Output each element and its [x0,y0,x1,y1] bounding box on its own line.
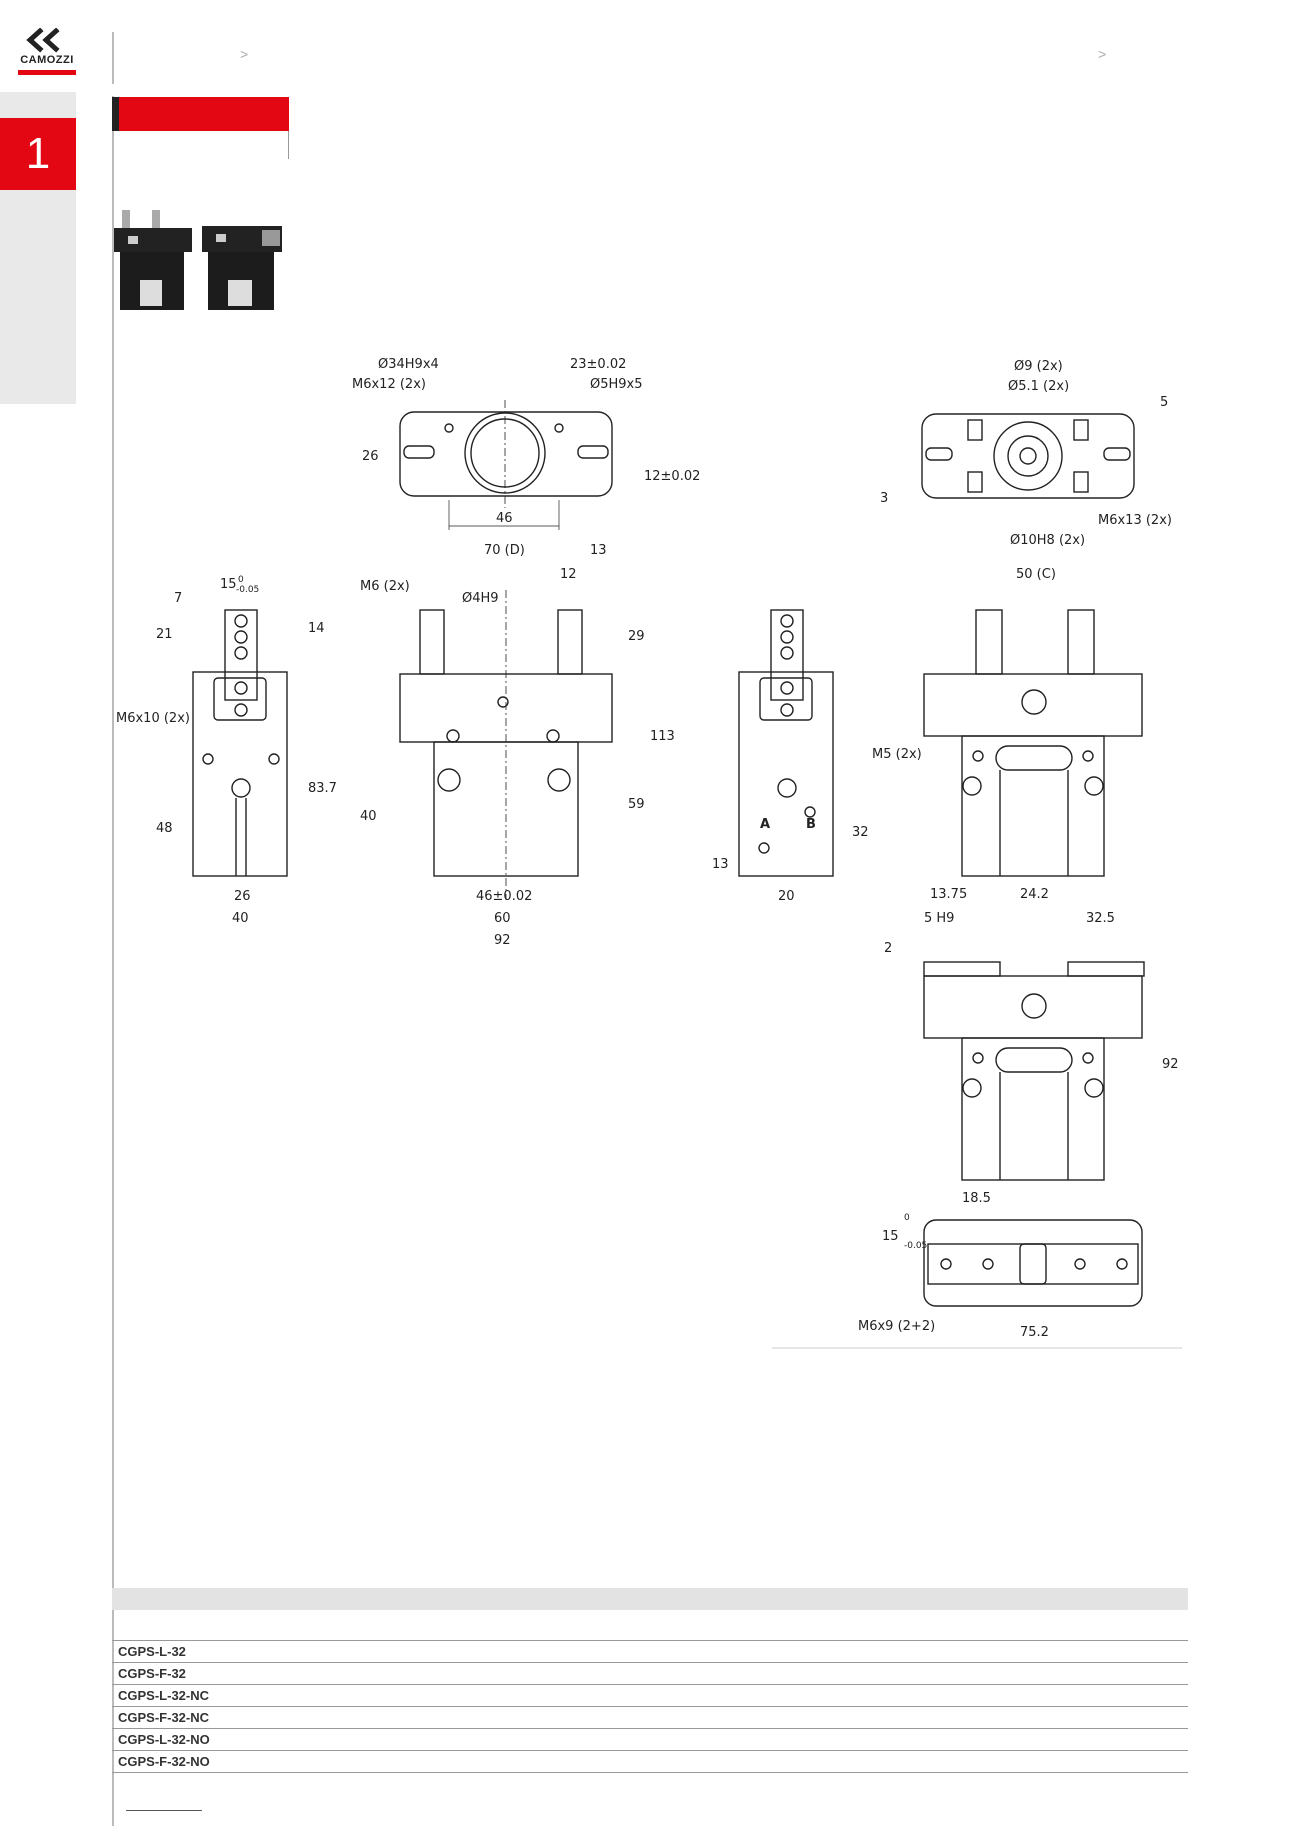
side-view-left [192,609,288,877]
dim-label: 15 [220,577,237,592]
dim-label: M6x12 (2x) [352,377,426,392]
dim-label: 26 [234,889,251,904]
top-view-left-labels: Ø34H9x4 23±0.02 M6x12 (2x) Ø5H9x5 26 46 … [352,357,700,526]
top-view-right-labels: Ø9 (2x) Ø5.1 (2x) 5 3 M6x13 (2x) Ø10H8 (… [880,359,1172,548]
dim-label: 48 [156,821,173,836]
port-label: B [806,817,816,832]
dim-label: 5 H9 [924,911,954,926]
dim-label: Ø5.1 (2x) [1008,379,1069,394]
dim-label: 75.2 [1020,1325,1049,1340]
dim-label: 5 [1160,395,1168,410]
breadcrumb-separator-left: > [240,46,249,62]
breadcrumb-separator-right: > [1098,46,1107,62]
dim-label: 0 [238,575,244,585]
table-row: CGPS-F-32 [112,1662,1188,1684]
dim-label: 3 [880,491,888,506]
dim-label: 20 [778,889,795,904]
dim-label: 92 [1162,1057,1179,1072]
front-view-right-open [923,961,1145,1181]
table-header [112,1588,1188,1610]
dim-label: 32 [852,825,869,840]
dim-label: M5 (2x) [872,747,922,762]
dim-label: 23±0.02 [570,357,626,372]
camozzi-logo: CAMOZZI [16,27,78,76]
title-bar-marker [112,97,119,131]
chapter-tab[interactable]: 1 [0,118,76,190]
port-label: A [760,817,770,832]
dim-label: 26 [362,449,379,464]
dim-label: 46 [496,511,513,526]
dim-label: 70 (D) [484,543,525,558]
dim-label: -0.05 [236,585,259,595]
product-photo [114,210,282,310]
content-divider [112,96,114,1826]
front-view-right-open-labels: 13.75 24.2 5 H9 32.5 2 92 [884,887,1179,1072]
ck-monogram-icon [26,27,60,53]
dim-label: 40 [360,809,377,824]
dim-label: Ø9 (2x) [1014,359,1063,374]
dim-label: 32.5 [1086,911,1115,926]
dim-label: 60 [494,911,511,926]
dim-label: Ø5H9x5 [590,377,643,392]
dim-label: Ø4H9 [462,591,499,606]
dim-label: Ø34H9x4 [378,357,439,372]
dim-label: 50 (C) [1016,567,1056,582]
brand-underline [18,70,76,75]
dim-label: 13 [590,543,607,558]
dim-label: 13.75 [930,887,967,902]
top-view-left [399,400,613,530]
dim-label: 13 [712,857,729,872]
dim-label: 12±0.02 [644,469,700,484]
dim-label: 83.7 [308,781,337,796]
dim-label: 46±0.02 [476,889,532,904]
dim-label: M6x13 (2x) [1098,513,1172,528]
table-row: CGPS-F-32-NC [112,1706,1188,1728]
front-view-left-labels: 70 (D) 13 12 M6 (2x) Ø4H9 29 113 59 40 4… [360,543,675,948]
dim-label: 18.5 [962,1191,991,1206]
dim-label: 12 [560,567,577,582]
dim-label: 59 [628,797,645,812]
dim-label: 40 [232,911,249,926]
dim-label: 21 [156,627,173,642]
bottom-view [923,1219,1143,1307]
brand-name: CAMOZZI [20,54,74,66]
dim-label: 15 [882,1229,899,1244]
front-view-right-labels: 50 (C) [1016,567,1056,582]
side-view-right [738,609,834,877]
title-bar [112,97,289,131]
front-view-left [399,590,613,900]
front-view-right [923,609,1143,877]
dim-label: 0 [904,1213,910,1223]
dim-label: M6 (2x) [360,579,410,594]
dim-label: 29 [628,629,645,644]
header-divider [112,32,114,84]
dim-label: M6x9 (2+2) [858,1319,935,1334]
table-row: CGPS-L-32 [112,1640,1188,1662]
dim-label: M6x10 (2x) [116,711,190,726]
dim-label: Ø10H8 (2x) [1010,533,1085,548]
dim-label: 113 [650,729,675,744]
table-row: CGPS-L-32-NC [112,1684,1188,1706]
model-table: CGPS-L-32 CGPS-F-32 CGPS-L-32-NC CGPS-F-… [112,1640,1188,1773]
footer-rule [126,1810,202,1811]
technical-drawing: Ø34H9x4 23±0.02 M6x12 (2x) Ø5H9x5 26 46 … [116,357,1182,1349]
dim-label: 14 [308,621,325,636]
dim-label: 24.2 [1020,887,1049,902]
table-row: CGPS-F-32-NO [112,1750,1188,1773]
dim-label: 2 [884,941,892,956]
table-row: CGPS-L-32-NO [112,1728,1188,1750]
dim-label: 92 [494,933,511,948]
side-view-right-labels: M5 (2x) A B 32 13 20 [712,747,922,904]
bottom-view-labels: 18.5 15 0 -0.05 M6x9 (2+2) 75.2 [858,1191,1049,1340]
dim-label: -0.05 [904,1241,927,1251]
title-tick [288,131,289,159]
side-view-left-labels: 15 0 -0.05 7 21 14 M6x10 (2x) 83.7 48 26… [116,575,337,926]
top-view-right [921,413,1135,499]
dim-label: 7 [174,591,182,606]
